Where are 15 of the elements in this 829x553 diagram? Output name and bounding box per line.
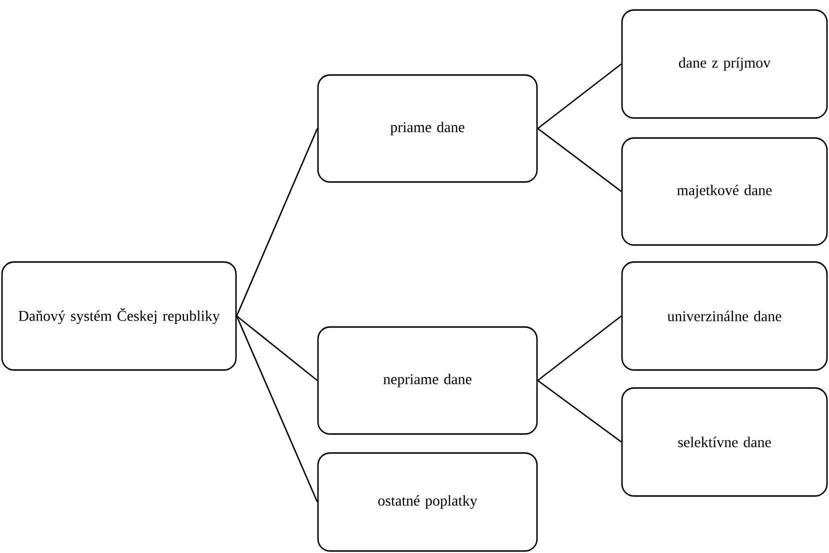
connector-line [236,316,318,502]
category-box: priame dane [317,74,538,183]
connector-line [236,315,318,382]
connector-line [537,128,622,192]
category-box: ostatné poplatky [317,452,538,552]
category-box: univerzinálne dane [621,261,828,371]
connector-line [236,128,318,316]
category-box: selektívne dane [621,387,828,497]
connector-line [537,380,622,443]
category-box: dane z príjmov [621,9,828,119]
category-box: majetkové dane [621,137,828,246]
connector-line [537,315,622,382]
connector-line [537,63,622,130]
category-box: nepriame dane [317,326,538,435]
category-box: Daňový systém Českej republiky [1,261,237,371]
